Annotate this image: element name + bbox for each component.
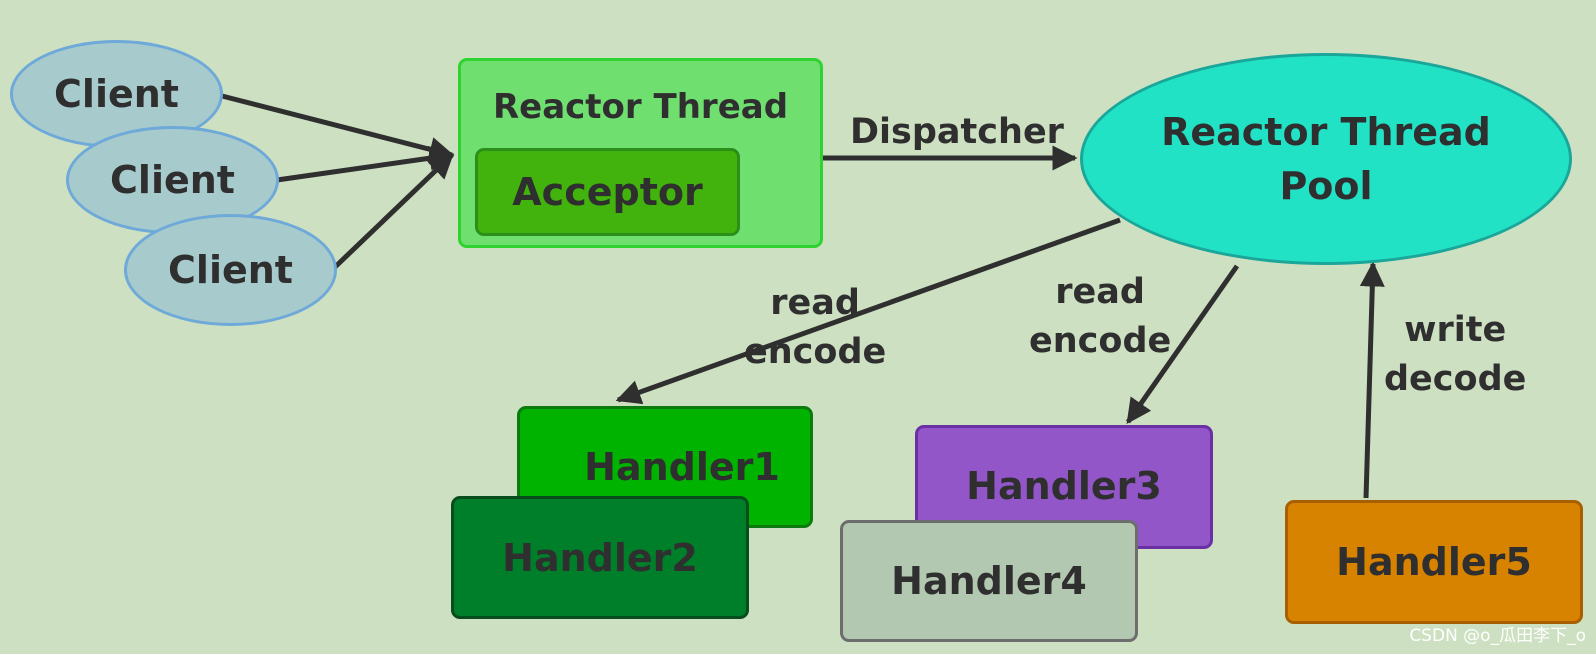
arrow-pool-to-handler1 xyxy=(615,217,1121,405)
reactor-thread-pool-node: Reactor Thread Pool xyxy=(1080,53,1572,265)
pool-label-line1: Reactor Thread xyxy=(1161,110,1491,154)
handler2-label: Handler2 xyxy=(502,535,698,580)
watermark-text: CSDN @o_瓜田李下_o xyxy=(1409,626,1586,646)
edge-label-line2: encode xyxy=(1029,321,1172,361)
client-node-3: Client xyxy=(124,214,337,326)
arrow-client2-to-reactor xyxy=(276,145,455,183)
dispatcher-label: Dispatcher xyxy=(850,112,1064,152)
edge-label-line1: write xyxy=(1404,310,1507,350)
edge-label-line2: decode xyxy=(1384,359,1527,399)
client-label: Client xyxy=(110,158,235,202)
handler1-label: Handler1 xyxy=(584,445,780,489)
acceptor-box: Acceptor xyxy=(475,148,740,236)
client-label: Client xyxy=(168,248,293,292)
edge-label-read-encode-left: read encode xyxy=(744,279,886,377)
acceptor-label: Acceptor xyxy=(512,170,703,214)
edge-label-read-encode-middle: read encode xyxy=(1029,268,1171,366)
reactor-thread-title: Reactor Thread xyxy=(492,87,789,127)
edge-label-line1: read xyxy=(770,283,860,323)
handler5-label: Handler5 xyxy=(1336,540,1532,584)
arrow-client1-to-reactor xyxy=(221,93,455,162)
edge-label-write-decode: write decode xyxy=(1384,306,1526,404)
handler5-box: Handler5 xyxy=(1285,500,1583,624)
handler2-box: Handler2 xyxy=(451,496,749,619)
arrow-pool-to-handler3 xyxy=(1125,264,1240,425)
edge-label-line2: encode xyxy=(744,332,887,372)
handler4-label: Handler4 xyxy=(891,559,1087,603)
arrow-handler5-to-pool xyxy=(1359,261,1385,499)
arrow-client3-to-reactor xyxy=(332,153,454,270)
handler4-box: Handler4 xyxy=(840,520,1138,642)
client-label: Client xyxy=(54,72,179,116)
handler3-label: Handler3 xyxy=(966,464,1162,508)
edge-label-line1: read xyxy=(1055,272,1145,312)
reactor-thread-box: Reactor Thread Acceptor xyxy=(458,58,823,248)
pool-label-line2: Pool xyxy=(1279,164,1373,208)
